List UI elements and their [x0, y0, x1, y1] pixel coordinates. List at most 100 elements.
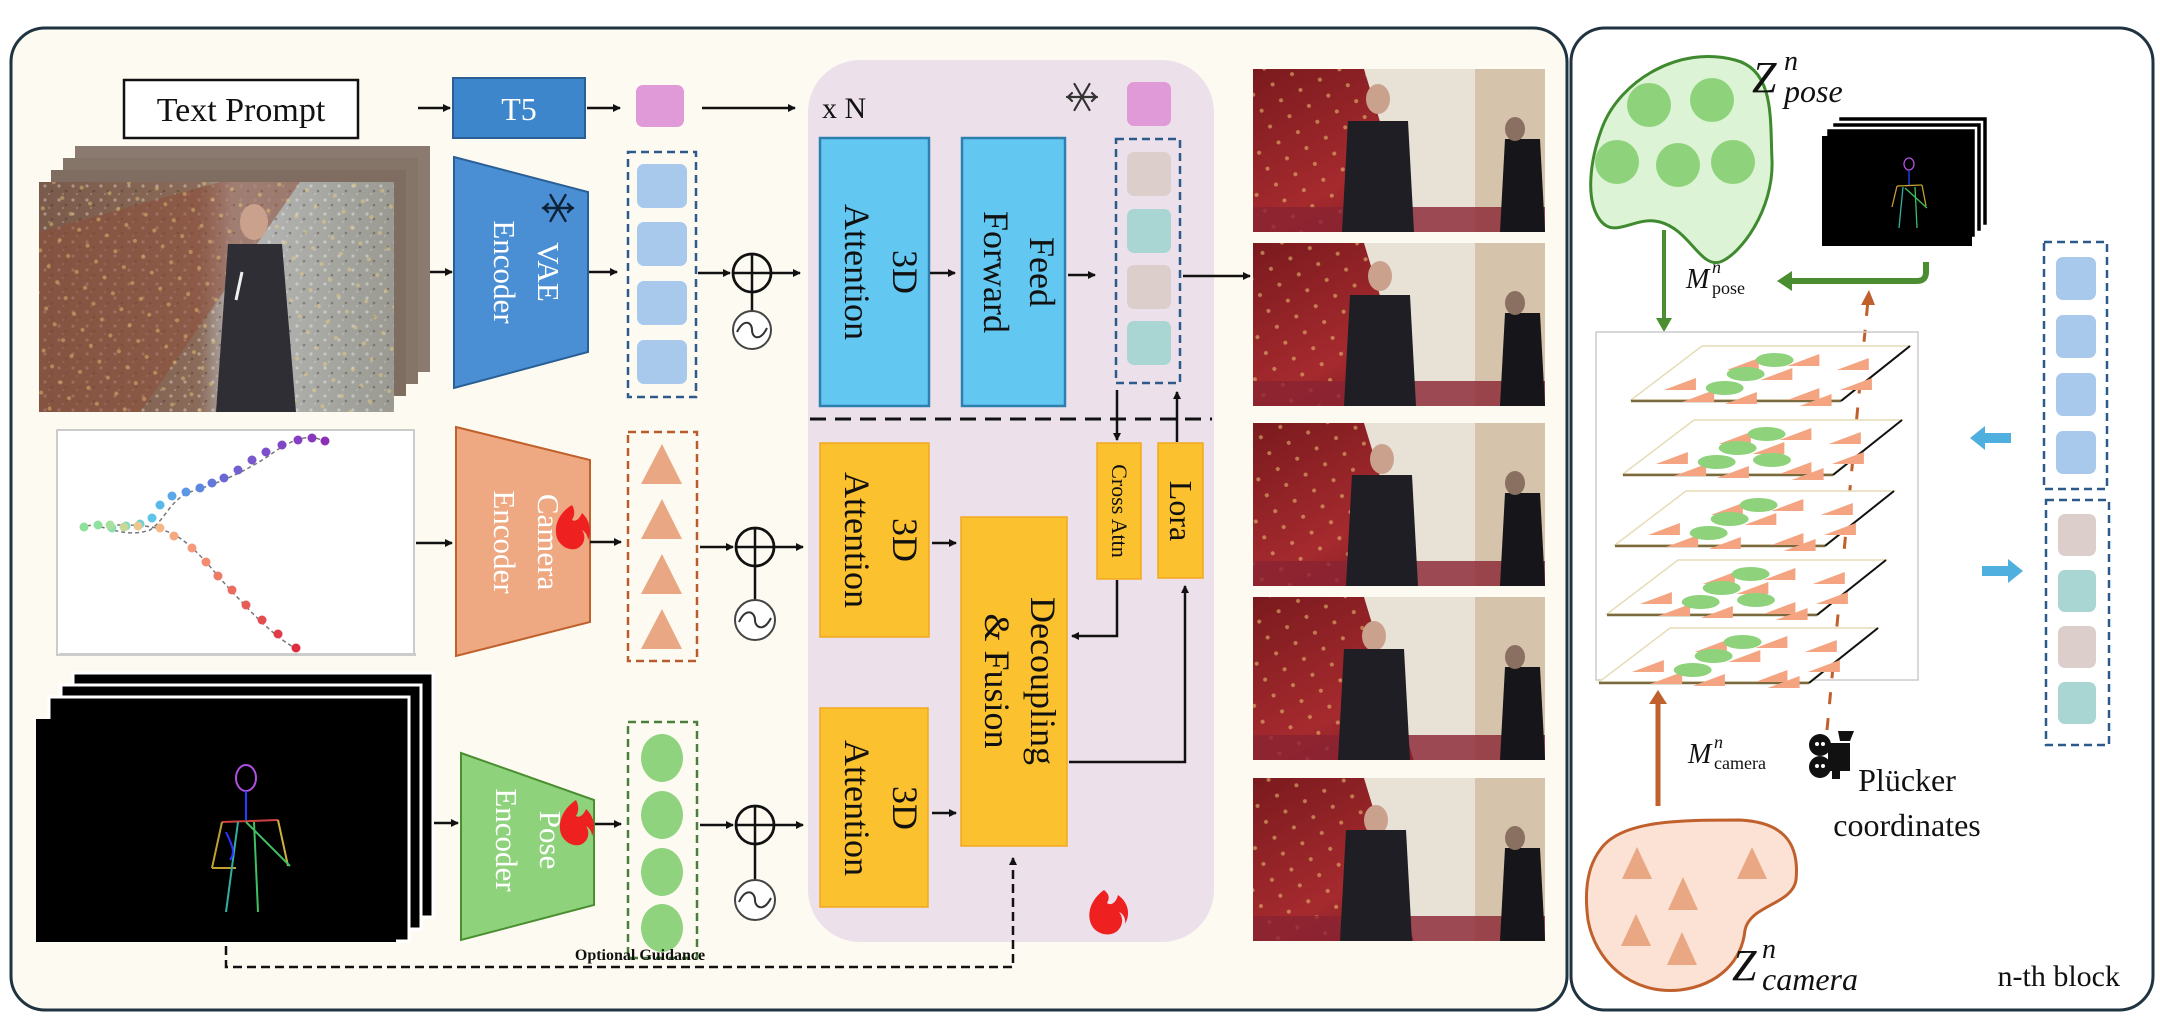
output-frame: [1253, 597, 1545, 760]
trajectory-point: [147, 513, 157, 523]
camera-token-wedge: [1639, 592, 1672, 604]
pose-3d-attention: 3D Attention: [819, 707, 929, 908]
trajectory-point: [195, 483, 205, 493]
pose-token-ellipse: [1736, 593, 1775, 607]
pose-latent-dot: [1656, 143, 1700, 187]
camera-token-wedge: [1674, 464, 1707, 476]
z-pose-latent: [1589, 55, 1774, 265]
camera-token-wedge: [1779, 462, 1812, 474]
camera-token-wedge: [1771, 499, 1804, 511]
camera-token-wedge: [1708, 537, 1741, 549]
z-camera-sup: n: [1762, 934, 1776, 965]
block-label: n-th block: [1998, 960, 2120, 993]
token-layer: [1612, 490, 1897, 551]
cyan-arrow-out: [1982, 559, 2023, 583]
pose-token: [641, 791, 683, 839]
trajectory-point: [213, 571, 223, 581]
upper-attention-label-1: 3D: [885, 250, 925, 294]
z-pose-base: Z: [1752, 53, 1777, 102]
token-layer: [1604, 559, 1889, 620]
camera-token-wedge: [1726, 358, 1759, 370]
pose-token-column: [626, 720, 699, 960]
m-camera-base: M: [1687, 739, 1713, 770]
repeat-label: x N: [822, 92, 866, 125]
camera-attention-label-1: 3D: [885, 518, 925, 562]
output-token: [1127, 209, 1171, 253]
cross-attn-label: Cross Attn: [1107, 464, 1132, 558]
snowflake-icon: [541, 193, 575, 223]
fire-icon: [559, 800, 594, 846]
camera-attention-label-2: Attention: [837, 472, 877, 608]
camera-token-wedge: [1710, 503, 1743, 515]
decoupling-label-1: Decoupling: [1023, 597, 1063, 765]
trajectory-point: [273, 629, 283, 639]
camera-token-wedge: [1791, 468, 1824, 480]
m-camera-sub: camera: [1714, 753, 1766, 773]
text-prompt-label: Text Prompt: [157, 92, 326, 129]
trajectory-point: [155, 500, 165, 510]
pose-encoder: Pose Encoder: [460, 751, 595, 942]
pose-token-ellipse: [1718, 441, 1757, 455]
trajectory-point: [93, 520, 103, 530]
camera-token-wedge: [1763, 568, 1796, 580]
z-pose-label: Z n pose: [1752, 46, 1843, 109]
trajectory-point: [320, 436, 330, 446]
pose-token-ellipse: [1702, 581, 1741, 595]
camera-latent-triangle: [1667, 932, 1697, 965]
camera-token-wedge: [1647, 523, 1680, 535]
trajectory-point: [167, 491, 177, 501]
camera-encoder-label-2: Encoder: [487, 490, 522, 594]
optional-guidance-path: [224, 857, 1017, 969]
m-pose-base: M: [1685, 264, 1711, 295]
camera-token-wedge: [1807, 660, 1840, 672]
m-pose-sup: n: [1712, 257, 1721, 277]
trajectory-point: [257, 615, 267, 625]
camera-token-wedge: [1650, 672, 1683, 684]
camera-token-wedge: [1655, 452, 1688, 464]
output-token: [1127, 321, 1171, 365]
camera-token-wedge: [1828, 432, 1861, 444]
camera-latent-triangle: [1737, 847, 1767, 879]
trajectory-point: [133, 521, 143, 531]
camera-latent-triangle: [1621, 914, 1651, 946]
plucker-label-1: Plücker: [1858, 762, 1956, 798]
output-token-column: [1114, 137, 1182, 385]
pose-skeleton-stack: [36, 671, 435, 943]
camera-token-wedge: [1755, 636, 1788, 648]
trajectory-point: [293, 435, 303, 445]
camera-token-wedge: [1804, 640, 1837, 652]
right-panel: [1569, 26, 2155, 1012]
camera-token-wedge: [1658, 604, 1691, 616]
m-camera-sup: n: [1714, 732, 1723, 752]
m-pose-sub: pose: [1712, 278, 1745, 298]
pose-latent-dot: [1595, 140, 1639, 184]
camera-token-wedge: [1702, 572, 1735, 584]
feed-forward-label-2: Forward: [976, 211, 1016, 333]
camera-token-wedge: [1812, 572, 1845, 584]
camera-token-wedge: [1728, 650, 1761, 662]
pose-token-ellipse: [1705, 381, 1744, 395]
output-token: [1127, 265, 1171, 309]
trajectory-point: [79, 522, 89, 532]
camera-token-wedge: [1823, 523, 1856, 535]
vae-encoder-label-2: Encoder: [487, 220, 522, 324]
video-token: [2056, 373, 2096, 416]
trajectory-point: [119, 522, 129, 532]
z-camera-label: Z n camera: [1732, 934, 1858, 997]
video-token-column: [626, 150, 698, 399]
upper-attention-label-2: Attention: [837, 204, 877, 340]
trajectory-point: [105, 520, 115, 530]
pose-to-layers-arrow: [1790, 262, 1929, 284]
camera-token-wedge: [1718, 432, 1751, 444]
trajectory-point: [241, 600, 251, 610]
video-token: [637, 340, 687, 384]
camera-trajectory-plot: [56, 429, 416, 656]
z-camera-sub: camera: [1762, 961, 1858, 997]
pose-latent-dot: [1627, 83, 1671, 127]
trajectory-point: [155, 523, 165, 533]
token-layers: [1596, 345, 1913, 688]
camera-token-wedge: [1663, 378, 1696, 390]
z-pose-sup: n: [1784, 46, 1798, 77]
t5-label: T5: [501, 91, 537, 127]
pose-attention-label-2: Attention: [837, 740, 877, 876]
